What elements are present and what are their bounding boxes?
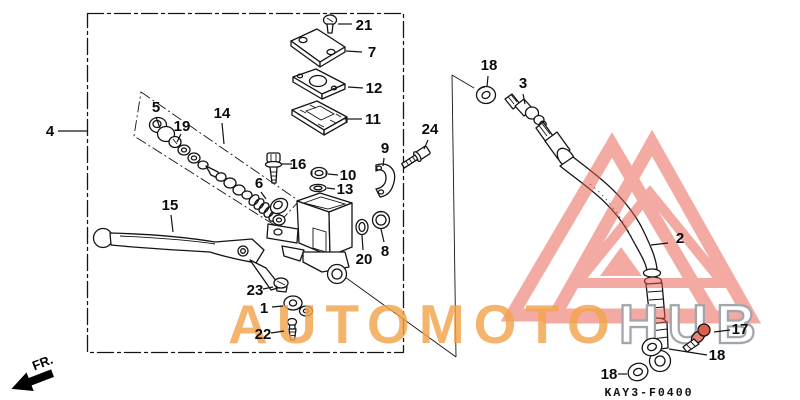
part-nut-10-icon <box>310 166 328 180</box>
part-washer-18-low-icon <box>627 362 649 382</box>
part-label-3: 3 <box>519 75 527 92</box>
part-master-cylinder-body-icon <box>266 192 353 285</box>
part-bolt-24-icon <box>401 145 431 169</box>
part-bolt-16-icon <box>264 152 283 184</box>
part-fitting-3-icon <box>504 93 547 128</box>
fr-label: FR. <box>30 352 55 374</box>
part-label-18-low: 18 <box>601 366 618 383</box>
part-label-1: 1 <box>260 300 268 317</box>
part-label-15: 15 <box>162 197 179 214</box>
part-lever-15-icon <box>92 227 282 291</box>
part-label-11: 11 <box>365 111 381 128</box>
part-label-22: 22 <box>255 326 272 343</box>
part-washer-18-mid-icon <box>641 337 663 357</box>
part-bolt-17-icon <box>682 323 711 353</box>
part-label-5: 5 <box>152 99 160 116</box>
diagram-code: KAY3-F0400 <box>604 387 693 400</box>
part-plug-8-icon <box>371 210 391 230</box>
part-label-19: 19 <box>174 118 191 135</box>
part-label-18-mid: 18 <box>709 347 726 364</box>
part-clamp-9-icon <box>375 163 396 198</box>
part-diaphragm-11-icon <box>291 100 349 136</box>
part-screw-21-icon <box>322 14 338 34</box>
part-label-9: 9 <box>381 140 389 157</box>
part-label-7: 7 <box>368 44 376 61</box>
part-screw-22-icon <box>286 317 298 341</box>
part-label-6: 6 <box>255 175 263 192</box>
part-plate-12-icon <box>292 68 346 100</box>
part-label-21: 21 <box>356 17 373 34</box>
part-cover-7-icon <box>290 28 346 68</box>
part-label-13: 13 <box>337 181 354 198</box>
part-label-14: 14 <box>214 105 231 122</box>
fr-arrow: FR. <box>11 352 55 392</box>
part-label-23: 23 <box>247 282 264 299</box>
part-label-10: 10 <box>340 167 357 184</box>
part-label-16: 16 <box>290 156 307 173</box>
part-kit-outline-14 <box>133 91 300 227</box>
part-label-18-top: 18 <box>481 57 498 74</box>
part-pivot-1-icon <box>283 295 314 317</box>
hose-group-bracket <box>344 74 475 358</box>
part-label-17: 17 <box>732 321 749 338</box>
part-seal-20-icon <box>355 218 369 236</box>
part-cap-23-icon <box>273 277 289 293</box>
part-washer-13-icon <box>309 183 327 193</box>
part-label-4: 4 <box>46 123 55 140</box>
part-label-12: 12 <box>366 80 383 97</box>
part-label-20: 20 <box>356 251 373 268</box>
part-label-2: 2 <box>676 230 684 247</box>
part-piston-kit-icon <box>187 152 253 200</box>
leader-lines <box>58 23 731 375</box>
part-label-24: 24 <box>422 121 439 138</box>
main-assembly-box <box>86 12 405 354</box>
part-washer-18-top-icon <box>475 85 497 105</box>
part-label-8: 8 <box>381 243 389 260</box>
